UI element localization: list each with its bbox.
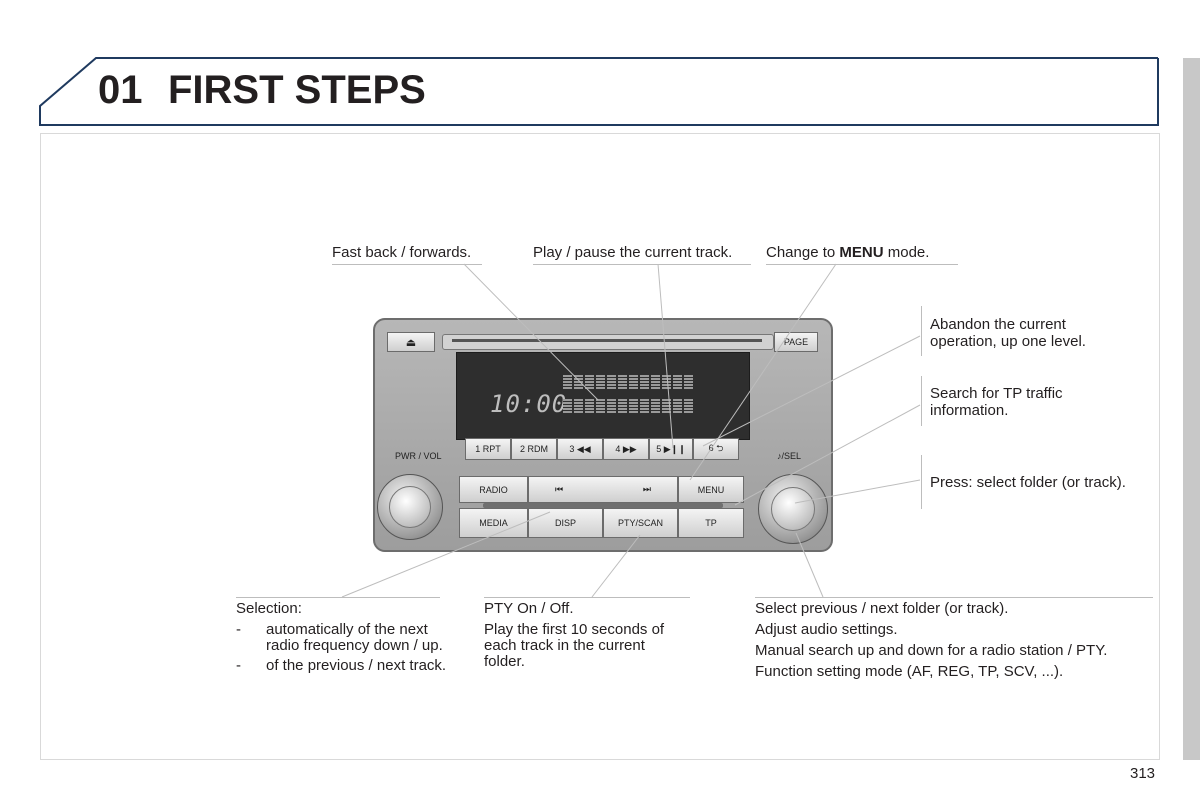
section-right: Select previous / next folder (or track)…	[755, 601, 1155, 685]
pwr-vol-knob-cap	[389, 486, 431, 528]
callout-bar-abandon	[921, 306, 922, 356]
label-change-menu-prefix: Change to	[766, 244, 840, 261]
chapter-heading: 01 FIRST STEPS	[98, 68, 426, 113]
rule-pty	[484, 597, 690, 598]
preset-5-play-pause-button[interactable]: 5 ▶❙❙	[649, 438, 693, 460]
rule-selection	[236, 597, 440, 598]
rule-right	[755, 597, 1153, 598]
content-frame	[40, 133, 1160, 760]
label-abandon-line-2: operation, up one level.	[930, 333, 1086, 350]
sel-label: ♪/SEL	[777, 451, 802, 461]
chapter-number: 01	[98, 68, 143, 112]
disc-slot-line	[452, 339, 762, 342]
pty-title: PTY On / Off.	[484, 600, 574, 617]
previous-track-button[interactable]: ⏮	[555, 484, 564, 494]
label-change-menu-bold: MENU	[839, 244, 884, 261]
radio-button[interactable]: RADIO	[459, 476, 528, 503]
pty-scan-button[interactable]: PTY/SCAN	[603, 508, 678, 538]
button-divider-bar	[483, 503, 723, 508]
preset-2-rdm-button[interactable]: 2 RDM	[511, 438, 557, 460]
header-frame	[39, 57, 1159, 126]
list-item: -of the previous / next track.	[236, 657, 447, 674]
label-press-select: Press: select folder (or track).	[930, 474, 1126, 491]
media-button[interactable]: MEDIA	[459, 508, 528, 538]
right-line-3: Manual search up and down for a radio st…	[755, 642, 1108, 659]
callout-bar-press	[921, 455, 922, 509]
disc-slot	[442, 334, 774, 350]
label-change-menu-suffix: mode.	[883, 244, 930, 261]
display-text-row-1	[563, 375, 693, 390]
tp-button[interactable]: TP	[678, 508, 744, 538]
list-item: -automatically of the next radio frequen…	[236, 621, 443, 654]
sel-knob[interactable]	[758, 474, 828, 544]
page-number: 313	[1130, 765, 1156, 782]
label-abandon: Abandon the current operation, up one le…	[930, 316, 1086, 350]
display-screen	[456, 352, 750, 440]
menu-button[interactable]: MENU	[678, 476, 744, 503]
preset-1-rpt-button[interactable]: 1 RPT	[465, 438, 511, 460]
right-line-1: Select previous / next folder (or track)…	[755, 600, 1009, 617]
pty-body: Play the first 10 seconds of each track …	[484, 621, 665, 670]
right-line-2: Adjust audio settings.	[755, 621, 898, 638]
chapter-title: FIRST STEPS	[168, 68, 426, 112]
side-tab	[1183, 58, 1200, 760]
eject-button[interactable]: ⏏	[387, 332, 435, 352]
display-text-row-2	[563, 399, 693, 414]
sel-knob-cap	[771, 487, 815, 531]
label-play-pause: Play / pause the current track.	[533, 244, 751, 265]
selection-list: -automatically of the next radio frequen…	[236, 622, 461, 674]
label-abandon-line-1: Abandon the current	[930, 316, 1066, 333]
label-fast-back-forwards: Fast back / forwards.	[332, 244, 482, 265]
label-tp-search: Search for TP traffic information.	[930, 385, 1063, 419]
right-line-4: Function setting mode (AF, REG, TP, SCV,…	[755, 663, 1064, 680]
track-skip-buttons: ⏮ ⏭	[528, 476, 678, 503]
label-tp-line-1: Search for TP traffic	[930, 385, 1063, 402]
preset-6-back-button[interactable]: 6 ⮌	[693, 438, 739, 460]
page-button[interactable]: PAGE	[774, 332, 818, 352]
pwr-vol-label: PWR / VOL	[395, 451, 442, 461]
label-change-menu: Change to MENU mode.	[766, 244, 958, 265]
next-track-button[interactable]: ⏭	[642, 484, 651, 494]
selection-title: Selection:	[236, 600, 302, 617]
preset-4-forward-button[interactable]: 4 ▶▶	[603, 438, 649, 460]
label-tp-line-2: information.	[930, 402, 1009, 419]
display-clock: 10:00	[490, 390, 568, 418]
callout-bar-tp	[921, 376, 922, 426]
disp-button[interactable]: DISP	[528, 508, 603, 538]
preset-3-rewind-button[interactable]: 3 ◀◀	[557, 438, 603, 460]
section-selection: Selection: -automatically of the next ra…	[236, 601, 461, 678]
section-pty: PTY On / Off. Play the first 10 seconds …	[484, 601, 684, 675]
